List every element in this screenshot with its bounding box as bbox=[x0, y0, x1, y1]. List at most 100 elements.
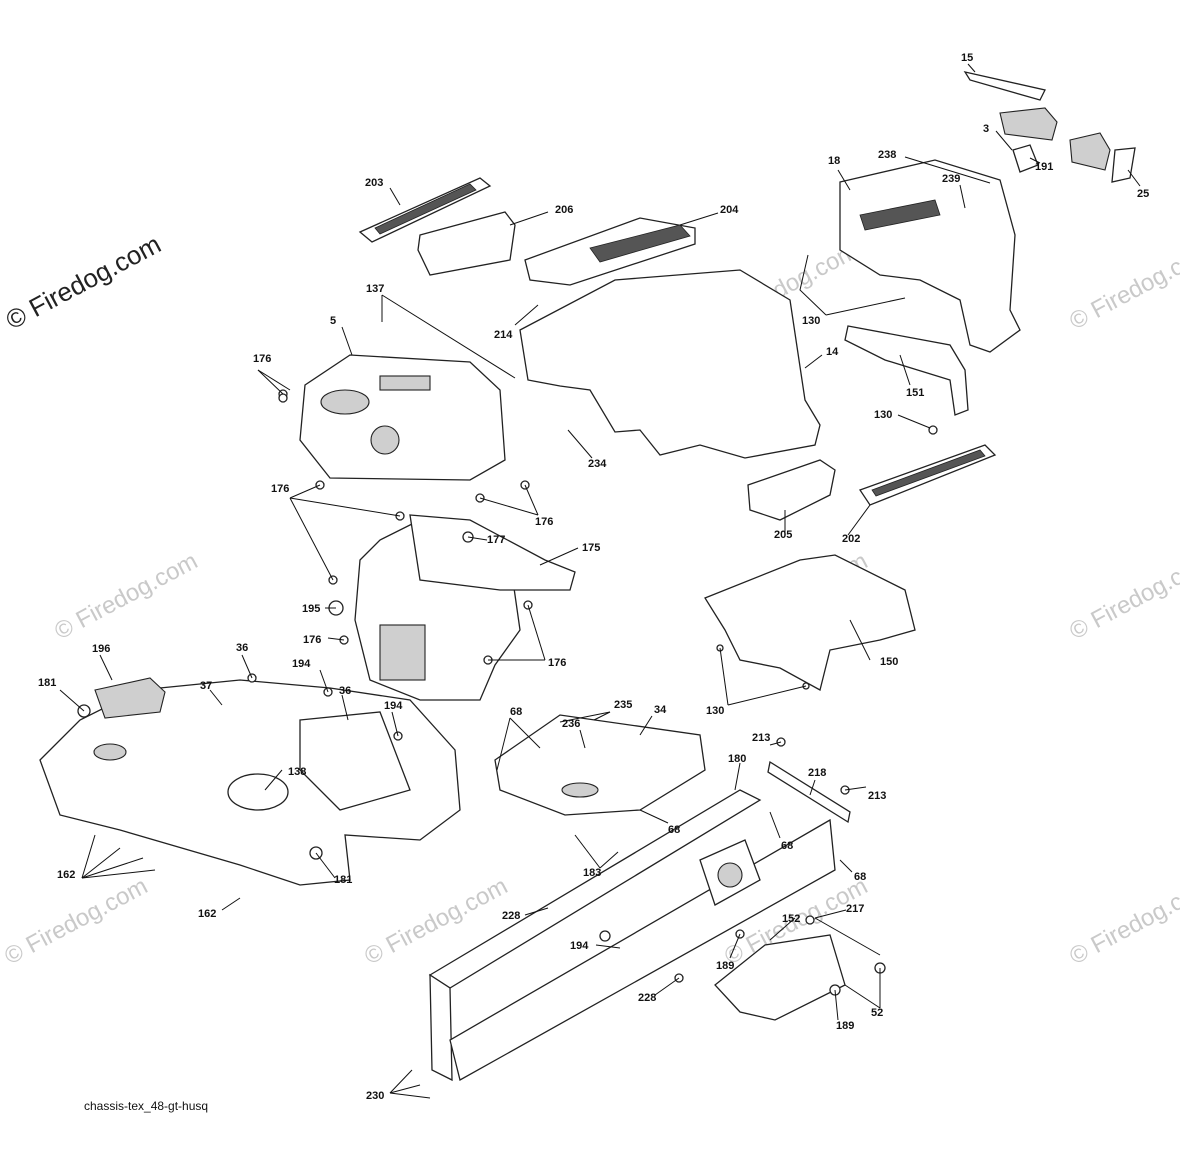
part-3-bulb bbox=[1012, 144, 1039, 173]
callout-label: 228 bbox=[638, 992, 656, 1004]
part-234-hood bbox=[519, 269, 821, 459]
fender-seat-pan bbox=[299, 711, 411, 811]
callout-label: 206 bbox=[555, 204, 573, 216]
callout-label: 68 bbox=[510, 706, 522, 718]
watermark-faint: © Firedog.com bbox=[50, 547, 202, 645]
frame-front-end bbox=[429, 973, 453, 1082]
callout-label: 194 bbox=[570, 940, 589, 952]
callout-label: 5 bbox=[330, 315, 336, 327]
fender-hole bbox=[93, 743, 127, 761]
callout-label: 130 bbox=[706, 705, 724, 717]
watermark-faint: © Firedog.com bbox=[1065, 547, 1180, 645]
part-196-cover bbox=[94, 677, 166, 719]
part-34-seat-plate bbox=[494, 714, 706, 816]
callout-label: 52 bbox=[871, 1007, 883, 1019]
callout-label: 130 bbox=[802, 315, 820, 327]
part-238-front-grille bbox=[839, 159, 1021, 353]
callout-label: 152 bbox=[782, 913, 800, 925]
callout-label: 196 bbox=[92, 643, 110, 655]
callout-label: 181 bbox=[334, 874, 352, 886]
watermark-faint: © Firedog.com bbox=[0, 872, 152, 970]
callout-label: 37 bbox=[200, 680, 212, 692]
callout-label: 203 bbox=[365, 177, 383, 189]
watermark-main: © Firedog.com bbox=[1, 229, 166, 336]
callout-label: 176 bbox=[535, 516, 553, 528]
callout-label: 183 bbox=[583, 867, 601, 879]
callout-label: 176 bbox=[253, 353, 271, 365]
lower-housing-opening bbox=[379, 624, 426, 681]
callout-label: 238 bbox=[878, 149, 896, 161]
part-205-panel bbox=[747, 459, 836, 521]
callout-label: 130 bbox=[874, 409, 892, 421]
callout-label: 189 bbox=[836, 1020, 854, 1032]
callout-label: 235 bbox=[614, 699, 632, 711]
callout-label: 68 bbox=[781, 840, 793, 852]
callout-label: 195 bbox=[302, 603, 320, 615]
callout-label: 202 bbox=[842, 533, 860, 545]
callout-label: 34 bbox=[654, 704, 667, 716]
callout-label: 25 bbox=[1137, 188, 1149, 200]
callout-label: 176 bbox=[548, 657, 566, 669]
part-headlight-left bbox=[999, 107, 1058, 141]
callout-label: 239 bbox=[942, 173, 960, 185]
callout-label: 236 bbox=[562, 718, 580, 730]
callout-label: 205 bbox=[774, 529, 792, 541]
dash-ignition bbox=[370, 425, 400, 455]
fastener bbox=[599, 930, 611, 942]
seat-plate-slot bbox=[561, 782, 599, 798]
diagram-footer-label: chassis-tex_48-gt-husq bbox=[84, 1099, 209, 1113]
callout-label: 228 bbox=[502, 910, 520, 922]
callout-label: 175 bbox=[582, 542, 600, 554]
part-151-bracket bbox=[844, 325, 969, 416]
fastener bbox=[928, 425, 938, 435]
hardware-fasteners bbox=[77, 389, 938, 996]
callout-label: 230 bbox=[366, 1090, 384, 1102]
frame-transaxle-hole bbox=[717, 862, 743, 888]
watermark-faint: © Firedog.com bbox=[1065, 237, 1180, 335]
callout-label: 36 bbox=[339, 685, 351, 697]
callout-label: 181 bbox=[38, 677, 56, 689]
part-headlight-right bbox=[1069, 132, 1111, 171]
callout-label: 162 bbox=[198, 908, 216, 920]
part-5-dash-panel bbox=[299, 354, 506, 481]
callout-label: 14 bbox=[826, 346, 839, 358]
strip-203-slots bbox=[374, 183, 477, 235]
callout-label: 162 bbox=[57, 869, 75, 881]
callout-label: 68 bbox=[668, 824, 680, 836]
callout-label: 204 bbox=[720, 204, 739, 216]
part-206-panel bbox=[417, 211, 516, 276]
dash-slot bbox=[379, 375, 431, 391]
side-grille-slots bbox=[871, 449, 986, 497]
part-217-rod bbox=[814, 917, 881, 956]
leader-lines bbox=[59, 63, 1141, 1099]
callout-label: 191 bbox=[1035, 161, 1053, 173]
part-218-bracket bbox=[767, 760, 851, 824]
callout-label: 137 bbox=[366, 283, 384, 295]
callout-label: 218 bbox=[808, 767, 826, 779]
callout-label: 213 bbox=[752, 732, 770, 744]
callout-label: 3 bbox=[983, 123, 989, 135]
callout-label: 214 bbox=[494, 329, 513, 341]
callout-label: 68 bbox=[854, 871, 866, 883]
callout-label: 15 bbox=[961, 52, 973, 64]
callout-label: 194 bbox=[384, 700, 403, 712]
callout-label: 213 bbox=[868, 790, 886, 802]
callout-label: 180 bbox=[728, 753, 746, 765]
callout-label: 234 bbox=[588, 458, 607, 470]
callout-label: 150 bbox=[880, 656, 898, 668]
front-grille-slots bbox=[859, 199, 941, 231]
part-175-plate bbox=[409, 514, 576, 591]
fender-fuel-cup bbox=[227, 773, 289, 811]
callout-label: 176 bbox=[271, 483, 289, 495]
callout-label: 36 bbox=[236, 642, 248, 654]
part-150-fender-liner bbox=[704, 554, 916, 691]
part-15-strip bbox=[963, 71, 1046, 101]
callout-label: 176 bbox=[303, 634, 321, 646]
dash-gauge bbox=[320, 389, 370, 415]
callout-labels: 15 3 191 25 18 238 239 203 206 204 137 5… bbox=[38, 52, 1149, 1102]
callout-label: 18 bbox=[828, 155, 840, 167]
callout-label: 194 bbox=[292, 658, 311, 670]
callout-label: 217 bbox=[846, 903, 864, 915]
